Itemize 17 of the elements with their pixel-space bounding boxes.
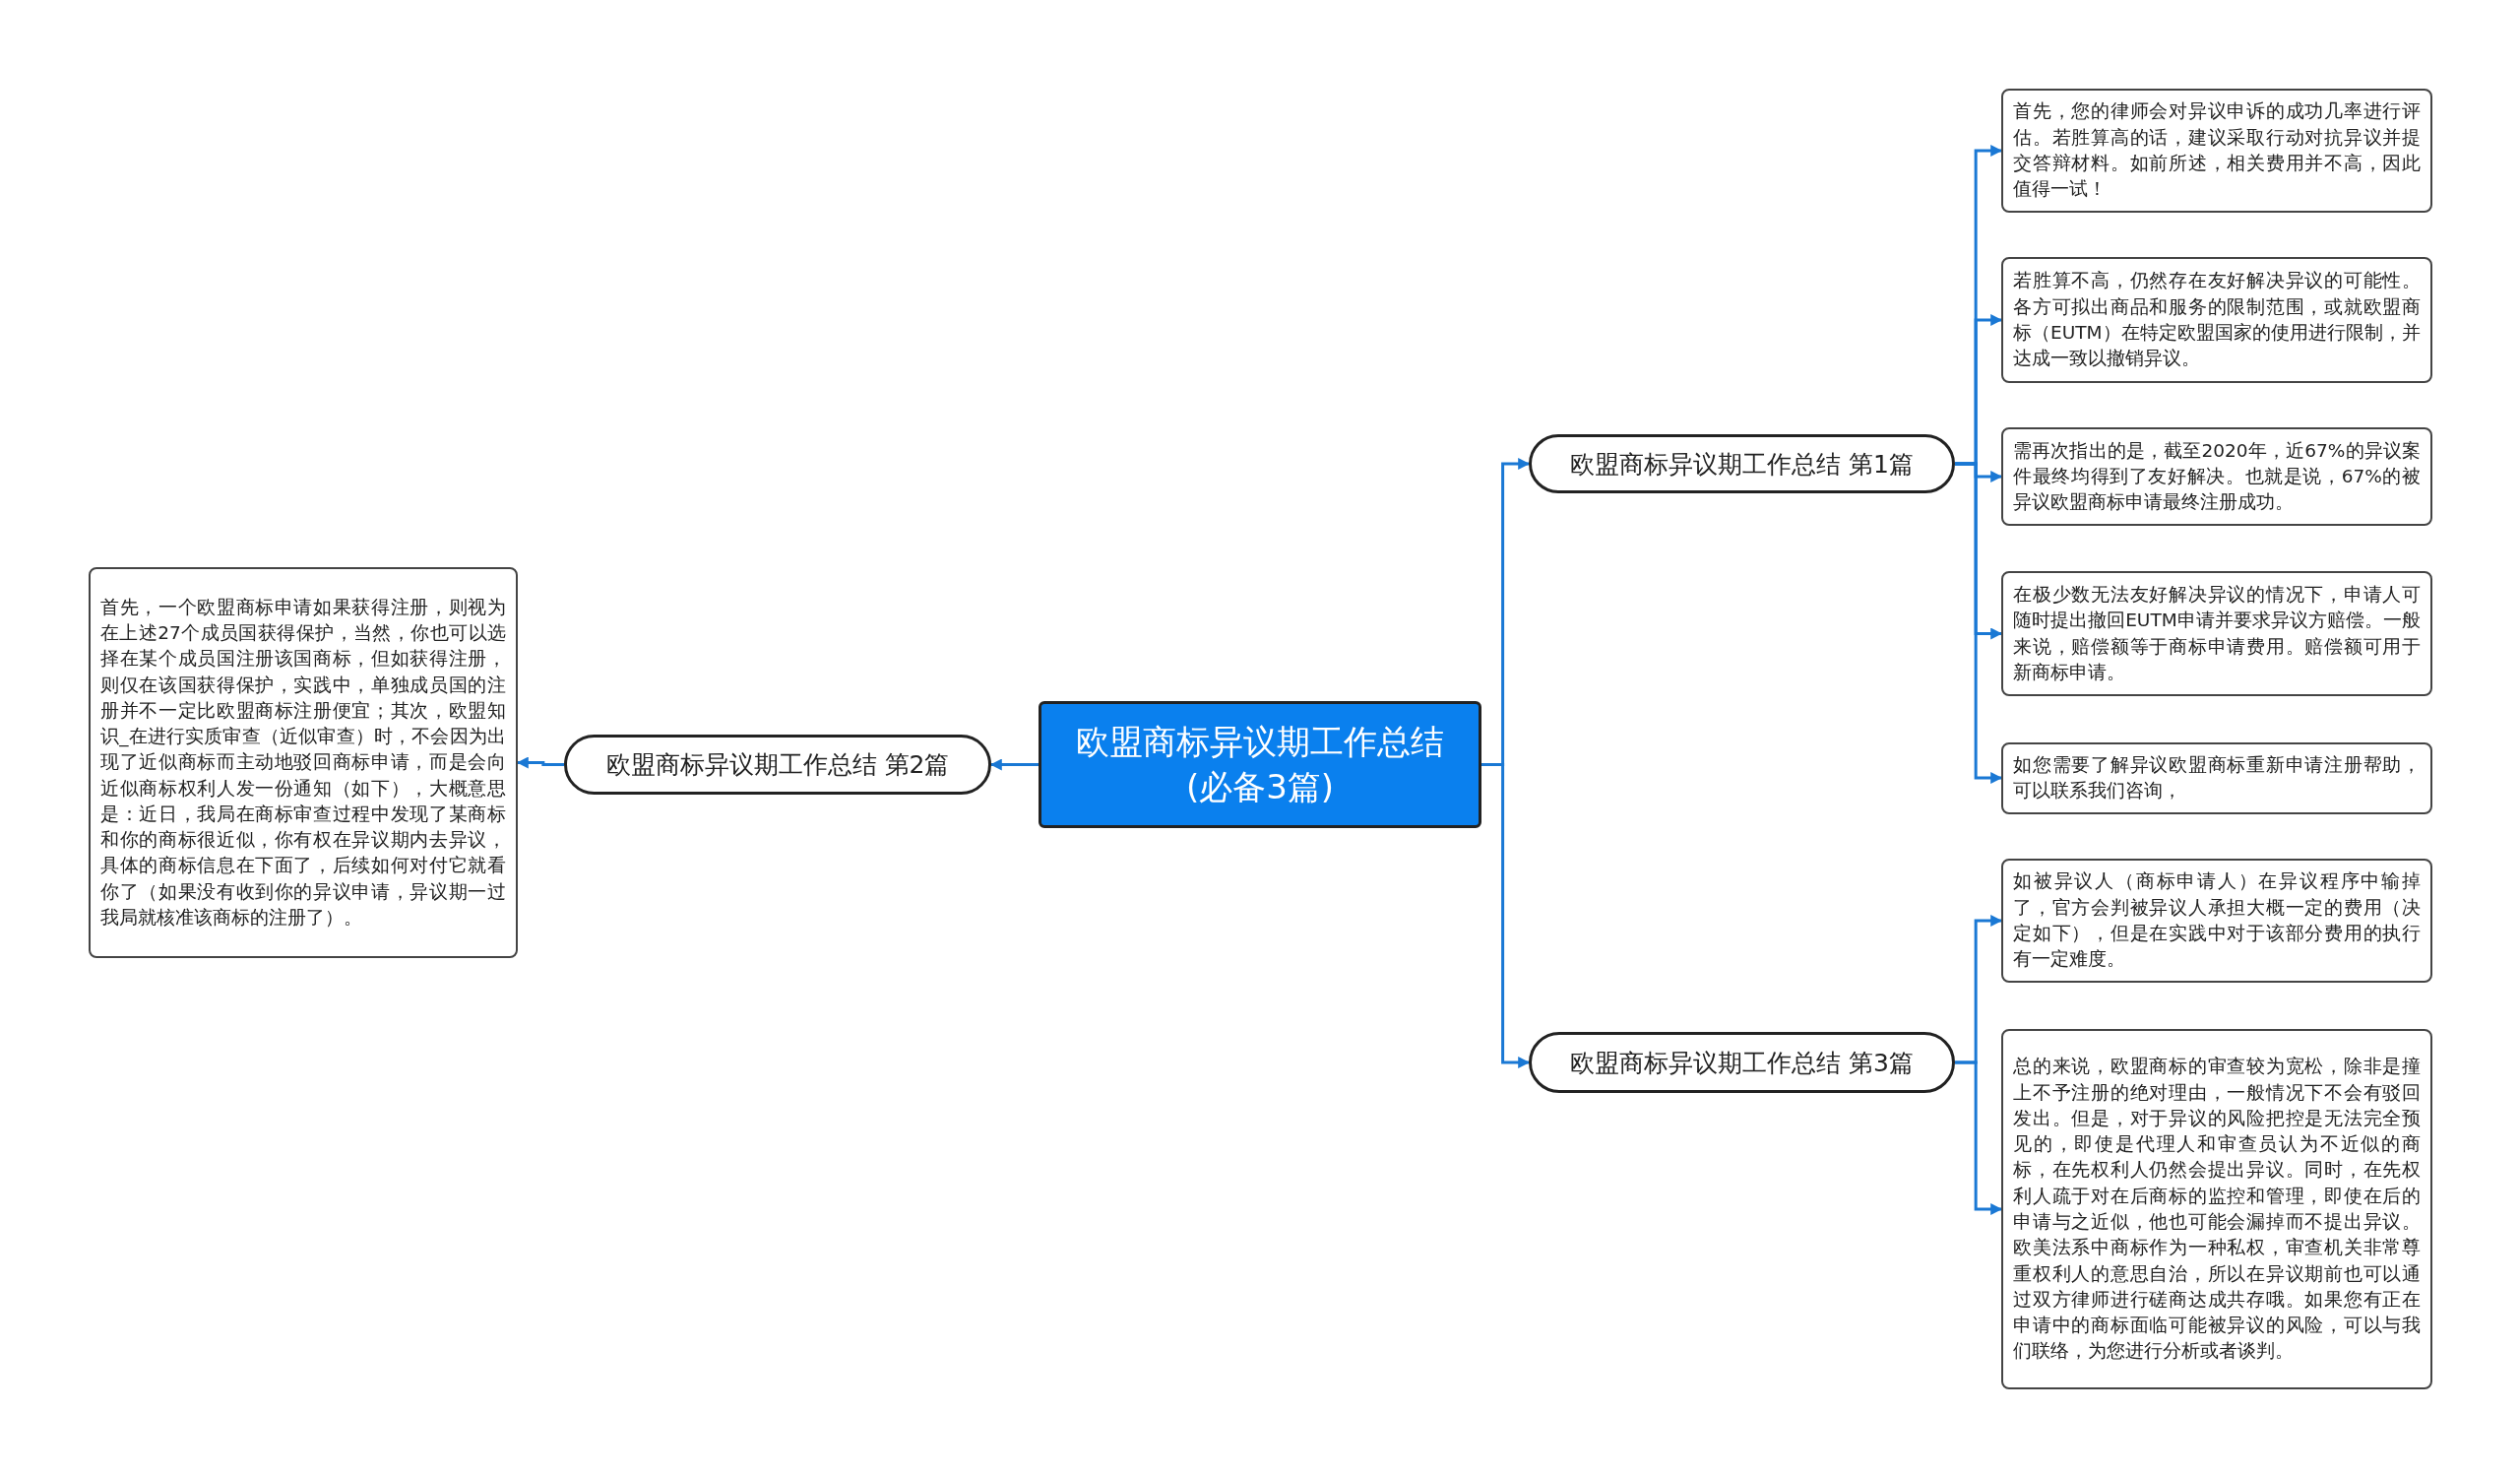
topic-box: 欧盟商标异议期工作总结 第3篇	[1529, 1032, 1955, 1093]
connector-arrow	[516, 756, 564, 769]
text-box: 如您需要了解异议欧盟商标重新申请注册帮助，可以联系我们咨询，	[2001, 742, 2432, 814]
connector-arrow	[1955, 462, 2003, 784]
text-box: 首先，一个欧盟商标申请如果获得注册，则视为在上述27个成员国获得保护，当然，你也可以选择在某个成员国注册该国商标，但如获得注册，则仅在该国获得保护，实践中，单独成员国的注册并不一定比欧盟商标注册便宜；其次，欧盟知识_在进行实质审查（近似审查）时，不会因为出现了近似商标而主动地驳回商标申请，而是会向近似商标权利人发一份通知（如下），大概意思是：近日，我局在商标审查过程中发现了某商标和你的商标很近似，你有权在异议期内去异议，具体的商标信息在下面了，后续如何对付它就看你了（如果没有收到你的异议申请，异议期一过我局就核准该商标的注册了）。	[89, 567, 518, 958]
topic-box: 欧盟商标异议期工作总结 第2篇	[564, 735, 991, 795]
connector-arrow	[989, 758, 1039, 771]
topic-box: 欧盟商标异议期工作总结 第1篇	[1529, 434, 1955, 493]
text-box: 首先，您的律师会对异议申诉的成功几率进行评估。若胜算高的话，建议采取行动对抗异议并提交答辩材料。如前所述，相关费用并不高，因此值得一试！	[2001, 89, 2432, 213]
text-box: 在极少数无法友好解决异议的情况下，申请人可随时提出撤回EUTM申请并要求异议方赔偿。一般来说，赔偿额等于商标申请费用。赔偿额可用于新商标申请。	[2001, 571, 2432, 696]
connector-arrow	[1481, 763, 1531, 1068]
connector-arrow	[1955, 1060, 2003, 1215]
central-topic-box: 欧盟商标异议期工作总结(必备3篇)	[1039, 701, 1481, 828]
text-box: 如被异议人（商标申请人）在异议程序中输掉了，官方会判被异议人承担大概一定的费用（决定如下），但是在实践中对于该部分费用的执行有一定难度。	[2001, 859, 2432, 983]
text-box: 需再次指出的是，截至2020年，近67%的异议案件最终均得到了友好解决。也就是说，67%的被异议欧盟商标申请最终注册成功。	[2001, 427, 2432, 526]
text-box: 总的来说，欧盟商标的审查较为宽松，除非是撞上不予注册的绝对理由，一般情况下不会有驳回发出。但是，对于异议的风险把控是无法完全预见的，即使是代理人和审查员认为不近似的商标，在先权利人仍然会提出异议。同时，在先权利人疏于对在后商标的监控和管理，即使在后的申请与之近似，他也可能会漏掉而不提出异议。欧美法系中商标作为一种私权，审查机关非常尊重权利人的意思自治，所以在异议期前也可以通过双方律师进行磋商达成共存哦。如果您有正在申请中的商标面临可能被异议的风险，可以与我们联络，为您进行分析或者谈判。	[2001, 1029, 2432, 1389]
text-box: 若胜算不高，仍然存在友好解决异议的可能性。各方可拟出商品和服务的限制范围，或就欧盟商标（EUTM）在特定欧盟国家的使用进行限制，并达成一致以撤销异议。	[2001, 257, 2432, 383]
